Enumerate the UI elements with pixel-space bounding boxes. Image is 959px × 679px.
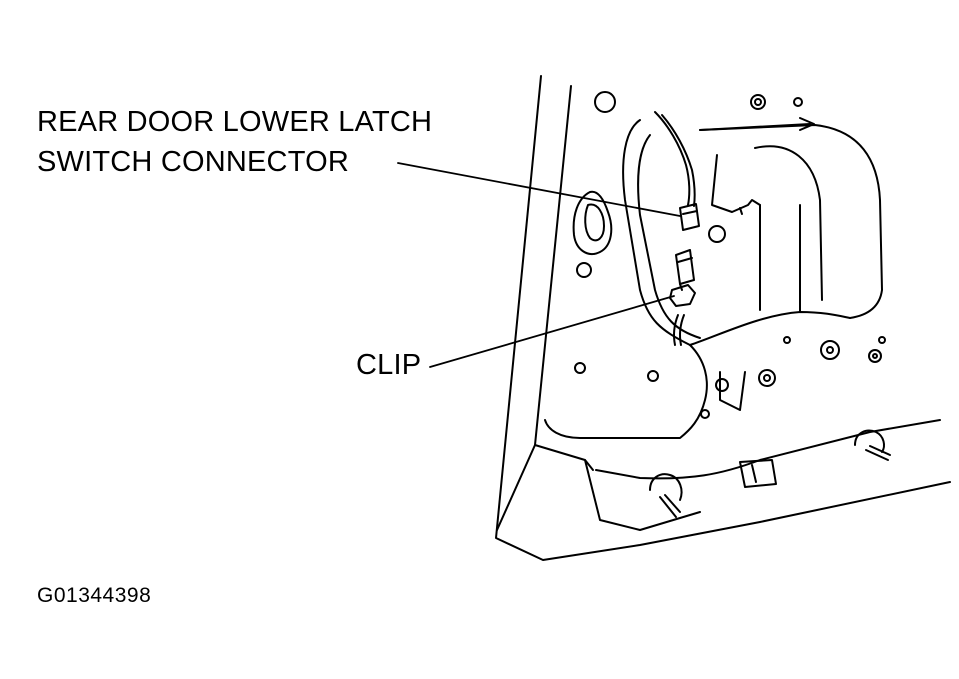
latch-cutout bbox=[572, 190, 613, 278]
panel-holes bbox=[574, 91, 886, 419]
connector-leader-line bbox=[397, 162, 681, 217]
clip-leader-line bbox=[429, 295, 675, 368]
service-opening bbox=[622, 119, 883, 346]
wire-harness bbox=[654, 111, 815, 346]
door-outer-frame bbox=[495, 75, 951, 561]
clip-part bbox=[669, 249, 696, 307]
lower-panel-details bbox=[544, 344, 941, 518]
callout-leaders bbox=[397, 162, 681, 368]
switch-connector bbox=[679, 203, 700, 231]
connector-callout-line2: SWITCH CONNECTOR bbox=[37, 146, 349, 178]
figure-id: G01344398 bbox=[37, 584, 152, 607]
clip-callout: CLIP bbox=[356, 349, 422, 381]
connector-callout-line1: REAR DOOR LOWER LATCH bbox=[37, 106, 433, 138]
